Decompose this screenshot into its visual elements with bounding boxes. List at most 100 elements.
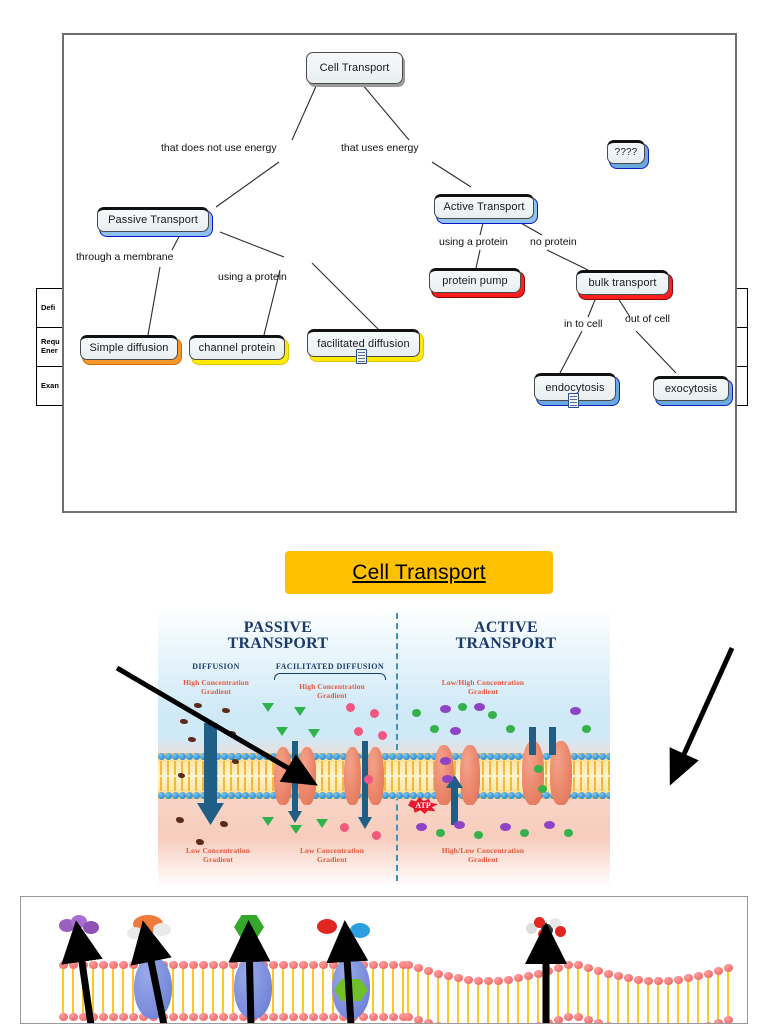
passive-transport-heading: PASSIVE TRANSPORT [227,619,329,653]
note-icon[interactable] [356,349,367,364]
link-label-out-of-cell: out of cell [625,313,670,325]
concept-node-label: Active Transport [443,201,525,213]
concept-node-passive-transport[interactable]: Passive Transport [97,207,209,232]
particle-green [436,829,445,837]
bottom-diagram-canvas [21,897,747,1023]
concept-node-unknown[interactable]: ???? [607,140,645,164]
concept-node-bulk-transport[interactable]: bulk transport [576,270,669,295]
particle-brown [188,737,196,742]
particle-green-triangle [276,727,288,736]
particle-brown [232,759,239,764]
concept-node-label: Simple diffusion [89,342,169,354]
concept-node-label: channel protein [198,342,276,354]
active-top-gradient-label: Low/High Concentration Gradient [441,678,525,696]
particle-pink [354,727,363,736]
bottom-arrow-3 [228,920,271,1023]
particle-purple [570,707,581,715]
pump-protein-right [460,745,480,805]
concept-node-label: ???? [614,147,638,158]
particle-green [534,765,543,773]
concept-node-active-transport[interactable]: Active Transport [434,194,534,219]
particle-brown [220,821,228,827]
particle-brown [222,708,230,713]
concept-node-label: endocytosis [545,381,605,394]
particle-green-triangle [308,729,320,738]
diffusion-subheading: DIFFUSION [192,662,240,671]
concept-node-label: Cell Transport [319,61,390,74]
diffusion-high-gradient-label: High Concentration Gradient [183,678,249,696]
channel-protein-left [274,747,292,805]
concept-node-simple-diffusion[interactable]: Simple diffusion [80,335,178,360]
particle-pink [364,775,373,784]
link-label-no-energy: that does not use energy [161,142,277,154]
membrane-transport-molecules-diagram [20,896,748,1024]
particle-brown [176,817,184,823]
concept-node-label: facilitated diffusion [317,337,410,350]
link-label-uses-energy: that uses energy [341,142,419,154]
note-icon[interactable] [568,393,579,408]
banner-title: Cell Transport [352,560,486,584]
particle-green [582,725,591,733]
concept-node-cell-transport[interactable]: Cell Transport [306,52,403,84]
section-divider [396,613,398,881]
particle-purple [500,823,511,831]
particle-green-triangle [262,817,274,826]
particle-green-triangle [294,707,306,716]
particle-brown [228,731,236,736]
concept-node-channel-protein[interactable]: channel protein [189,335,285,360]
link-label-using-protein-passive: using a protein [218,271,287,283]
carrier-protein-right [367,747,384,805]
particle-green-triangle [316,819,328,828]
concept-node-protein-pump[interactable]: protein pump [429,268,521,293]
table-row-label: Defi [41,302,56,312]
particle-pink [340,823,349,832]
active-transport-heading: ACTIVE TRANSPORT [455,619,557,653]
table-row: Exan [37,367,747,405]
table-row-label: Exan [41,380,59,390]
annotation-arrow-right [669,646,735,786]
concept-node-label: protein pump [442,275,508,287]
facilitated-diffusion-subheading: FACILITATED DIFFUSION [275,662,385,671]
particle-green [520,829,529,837]
concept-node-label: bulk transport [588,277,657,289]
particle-purple [442,775,453,783]
particle-brown [196,839,204,845]
concept-node-endocytosis[interactable]: endocytosis [534,373,616,401]
particle-brown [194,703,202,708]
particle-pink [346,703,355,712]
particle-brown [178,773,185,778]
bottom-arrow-4 [326,920,369,1023]
particle-green-triangle [290,825,302,834]
table-row-label: Requ Ener [41,337,60,355]
particle-green [488,711,497,719]
channel-protein-right [298,747,316,805]
link-label-using-protein-active: using a protein [439,236,508,248]
bottom-arrows [61,920,567,1023]
bottom-arrow-1 [61,920,103,1023]
active-arrow-down-1 [529,727,536,755]
link-label-in-to-cell: in to cell [564,318,603,330]
link-label-through-membrane: through a membrane [76,251,174,263]
facilitated-arrow-1-shaft [292,741,298,815]
pump2-protein-right [550,741,572,805]
active-arrow-up-shaft [451,785,458,825]
diffusion-low-gradient-label: Low Concentration Gradient [186,846,250,864]
particle-purple [474,703,485,711]
facilitated-arrow-2-head [358,817,372,829]
diffusion-arrow-shaft [204,723,217,807]
particle-purple [416,823,427,831]
facilitated-arrow-1-head [288,811,302,823]
particle-purple [440,757,451,765]
particle-purple [454,821,465,829]
concept-node-exocytosis[interactable]: exocytosis [653,376,729,401]
facilitated-high-gradient-label: High Concentration Gradient [299,682,365,700]
particle-green [430,725,439,733]
concept-map-connectors [147,83,677,374]
bottom-arrow-2 [130,920,172,1023]
facilitated-diffusion-brace [274,673,386,680]
passive-vs-active-transport-diagram: PASSIVE TRANSPORT ACTIVE TRANSPORT DIFFU… [130,607,638,889]
concept-node-label: Passive Transport [108,214,198,226]
particle-pink [378,731,387,740]
concept-node-label: exocytosis [664,383,718,395]
